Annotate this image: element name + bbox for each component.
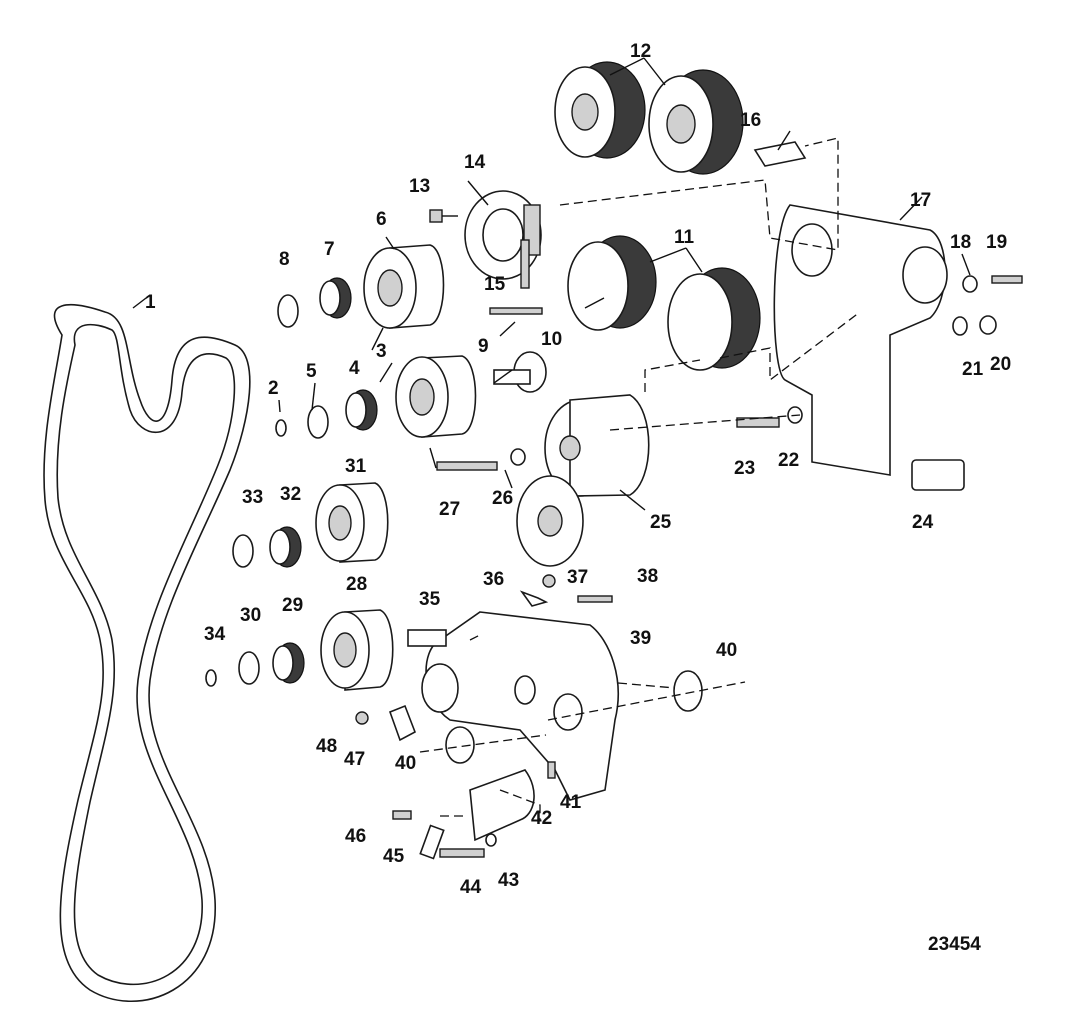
callout-29: 29: [282, 595, 303, 616]
callout-7: 7: [324, 239, 335, 260]
callout-44: 44: [460, 877, 482, 898]
callout-40-b: 40: [395, 753, 416, 774]
callout-5: 5: [306, 361, 317, 382]
callout-42: 42: [531, 808, 552, 829]
alignment-lines: [419, 137, 861, 820]
bolt-27-washer-26: [436, 448, 526, 471]
callout-9: 9: [478, 336, 489, 357]
callout-30: 30: [240, 605, 261, 626]
callout-35: 35: [419, 589, 441, 610]
callout-8: 8: [279, 249, 290, 270]
callouts: 1 2 3 4 5 6 7 8 9 10 11 12 13 14 15 16 1…: [145, 41, 1011, 955]
idler-pulley-31: [315, 482, 389, 563]
callout-15: 15: [484, 274, 506, 295]
callout-14: 14: [464, 152, 486, 173]
callout-13: 13: [409, 176, 430, 197]
stud-9: [493, 351, 547, 393]
callout-39: 39: [630, 628, 651, 649]
leader-lines: [132, 57, 971, 511]
callout-6: 6: [376, 209, 387, 230]
hardware-18-23: [736, 275, 1023, 428]
callout-36: 36: [483, 569, 504, 590]
callout-1: 1: [145, 292, 156, 313]
bracket-plate-17: [773, 204, 948, 476]
callout-25: 25: [650, 512, 672, 533]
bearings: [269, 277, 378, 684]
callout-21: 21: [962, 359, 984, 380]
pulley-11-pair: [567, 235, 761, 371]
callout-37: 37: [567, 567, 588, 588]
gaskets-16-24: [753, 141, 965, 491]
callout-27: 27: [439, 499, 460, 520]
callout-11: 11: [674, 227, 695, 248]
callout-45: 45: [383, 846, 405, 867]
callout-28: 28: [346, 574, 367, 595]
pulley-12-pair: [554, 61, 744, 175]
serpentine-belt: [43, 303, 251, 1003]
idler-pulley-3: [395, 355, 477, 438]
callout-33: 33: [242, 487, 263, 508]
callout-10: 10: [541, 329, 562, 350]
callout-41: 41: [560, 792, 582, 813]
callout-20: 20: [990, 354, 1011, 375]
callout-2: 2: [268, 378, 279, 399]
figure-number: 23454: [928, 934, 981, 955]
callout-46: 46: [345, 826, 366, 847]
o-rings-40: [445, 670, 703, 764]
callout-40-a: 40: [716, 640, 737, 661]
retaining-rings: [205, 294, 329, 687]
callout-19: 19: [986, 232, 1007, 253]
idler-pulley-6: [363, 244, 445, 329]
callout-17: 17: [910, 190, 931, 211]
callout-38: 38: [637, 566, 658, 587]
tensioner-25: [516, 394, 650, 567]
callout-16: 16: [740, 110, 761, 131]
callout-32: 32: [280, 484, 301, 505]
callout-34: 34: [204, 624, 226, 645]
mount-bracket-39: [421, 611, 619, 801]
callout-3: 3: [376, 341, 387, 362]
sensor-hardware-41-48: [355, 704, 556, 860]
hardware-35-38: [407, 574, 613, 647]
callout-26: 26: [492, 488, 513, 509]
callout-24: 24: [912, 512, 934, 533]
callout-47: 47: [344, 749, 365, 770]
idler-pulley-28: [320, 609, 394, 691]
callout-22: 22: [778, 450, 799, 471]
callout-18: 18: [950, 232, 971, 253]
callout-23: 23: [734, 458, 755, 479]
callout-31: 31: [345, 456, 367, 477]
callout-43: 43: [498, 870, 519, 891]
callout-12: 12: [630, 41, 651, 62]
callout-4: 4: [349, 358, 360, 379]
bolts-13-15-10: [429, 209, 543, 315]
callout-48: 48: [316, 736, 337, 757]
